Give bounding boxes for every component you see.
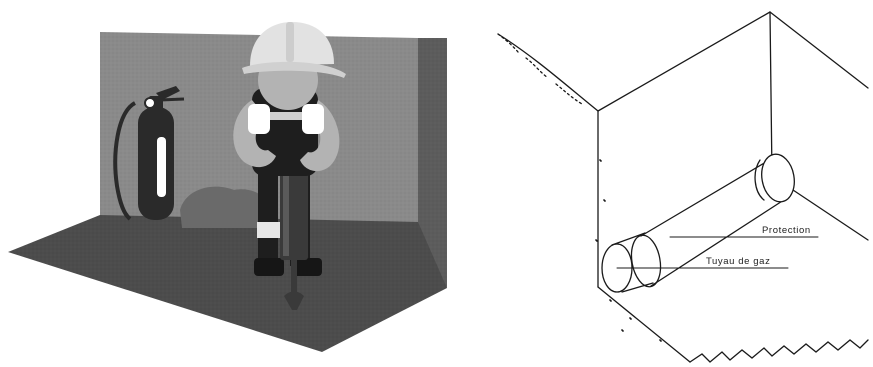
- gas-pipe-diagram: [498, 12, 868, 362]
- trench-left-wall: [498, 34, 598, 287]
- worker-illustration: [8, 22, 447, 352]
- trench-right-top: [770, 12, 868, 88]
- ground-speckle: [596, 160, 661, 341]
- ground-edge-front: [690, 340, 868, 362]
- gas-pipe: [602, 233, 653, 292]
- protection-label: Protection: [762, 225, 811, 236]
- trench-front-floor: [598, 287, 690, 362]
- trench-back-corner: [770, 12, 772, 176]
- ground-edge-left: [498, 34, 582, 104]
- floor-texture: [8, 215, 447, 352]
- hard-hat-icon: [242, 22, 346, 78]
- gas-pipe-label: Tuyau de gaz: [706, 256, 770, 267]
- trench-top-edge: [598, 12, 770, 111]
